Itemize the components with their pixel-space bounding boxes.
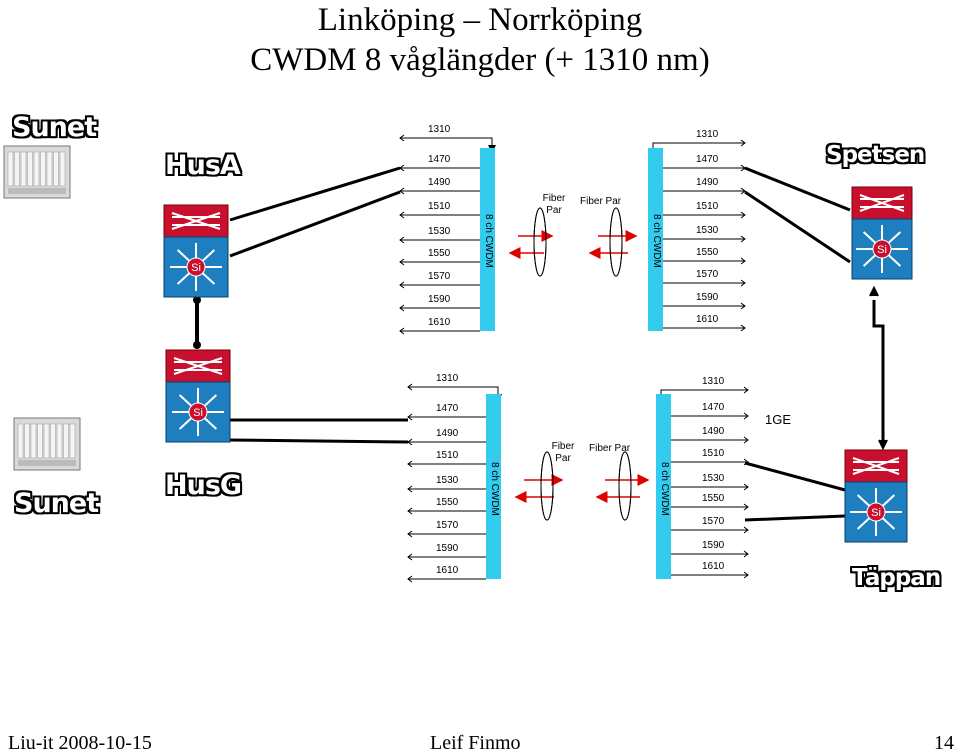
line-1310 — [408, 386, 502, 402]
router-sunet-bottom — [13, 417, 81, 471]
switch-badge: Si — [191, 262, 201, 274]
wavelength-label-1510: 1510 — [702, 448, 725, 459]
wavelength-label-1490: 1490 — [436, 428, 459, 439]
wavelength-label-1610: 1610 — [436, 565, 459, 576]
wavelength-lines — [193, 134, 888, 583]
fiber-ellipse — [533, 207, 547, 277]
trunk-line — [872, 300, 885, 446]
title-line-2: CWDM 8 våglängder (+ 1310 nm) — [250, 42, 710, 78]
site-sunet-top: Sunet — [12, 112, 97, 143]
wavelength-label-1570: 1570 — [428, 271, 451, 282]
cwdm-mux-top-right — [648, 148, 663, 331]
wavelength-label-1550: 1550 — [428, 248, 451, 259]
switch-husa: Si — [163, 204, 229, 298]
wavelength-label-1510: 1510 — [436, 450, 459, 461]
fiber-ellipse — [540, 451, 554, 521]
fiber-par-bottom-left: Fiber Par — [551, 441, 575, 464]
wavelength-label-1310: 1310 — [696, 129, 719, 140]
wavelength-label-1530: 1530 — [428, 226, 451, 237]
wavelength-label-1530: 1530 — [702, 473, 725, 484]
router-sunet-top — [3, 145, 71, 199]
mux-label-top-left: 8 ch CWDM — [483, 214, 494, 268]
trunk-line — [229, 166, 401, 222]
wavelength-label-1610: 1610 — [696, 314, 719, 325]
wavelength-label-1610: 1610 — [428, 317, 451, 328]
wavelength-label-1590: 1590 — [696, 292, 719, 303]
wavelength-label-1530: 1530 — [696, 225, 719, 236]
trunk-line — [227, 438, 409, 444]
wavelength-label-1310: 1310 — [436, 373, 459, 384]
wavelength-label-1590: 1590 — [428, 294, 451, 305]
switch-badge: Si — [877, 244, 887, 256]
site-spetsen: Spetsen — [826, 142, 925, 168]
wavelength-label-1570: 1570 — [702, 516, 725, 527]
wavelength-label-1470: 1470 — [428, 154, 451, 165]
wavelength-label-1310: 1310 — [702, 376, 725, 387]
site-husa: HusA — [165, 150, 241, 181]
fiber-par-top-left: Fiber Par — [542, 193, 566, 216]
wavelength-label-1570: 1570 — [696, 269, 719, 280]
footer-date: Liu-it 2008-10-15 — [8, 732, 152, 754]
switch-tappan: Si — [844, 449, 908, 543]
title-line-1: Linköping – Norrköping — [317, 2, 643, 38]
wavelength-label-1310: 1310 — [428, 124, 451, 135]
cwdm-mux-bottom-left — [486, 394, 501, 579]
site-sunet-bottom: Sunet — [14, 488, 99, 519]
wavelength-label-1510: 1510 — [428, 201, 451, 212]
wavelength-label-1550: 1550 — [702, 493, 725, 504]
trunk-line — [744, 461, 846, 492]
wavelength-label-1510: 1510 — [696, 201, 719, 212]
trunk-line — [744, 190, 851, 264]
mux-label-bottom-left: 8 ch CWDM — [489, 462, 500, 516]
wavelength-label-1470: 1470 — [696, 154, 719, 165]
wavelength-label-1610: 1610 — [702, 561, 725, 572]
wavelength-label-1490: 1490 — [696, 177, 719, 188]
site-husg: HusG — [165, 470, 242, 501]
ge-label: 1GE — [765, 412, 792, 427]
fiber-ellipse — [618, 451, 632, 521]
footer-page-number: 14 — [934, 732, 954, 754]
wavelength-label-1470: 1470 — [436, 403, 459, 414]
wavelength-label-1590: 1590 — [436, 543, 459, 554]
switch-badge: Si — [193, 407, 203, 419]
switch-spetsen: Si — [851, 186, 913, 280]
trunk-line — [744, 514, 846, 522]
site-tappan: Täppan — [852, 565, 941, 591]
trunk-line — [229, 190, 401, 258]
mux-label-bottom-right: 8 ch CWDM — [659, 462, 670, 516]
mux-label-top-right: 8 ch CWDM — [651, 214, 662, 268]
wavelength-label-1490: 1490 — [428, 177, 451, 188]
wavelength-label-1570: 1570 — [436, 520, 459, 531]
wavelength-label-1590: 1590 — [702, 540, 725, 551]
wavelength-label-1470: 1470 — [702, 402, 725, 413]
cwdm-mux-top-left — [480, 148, 495, 331]
footer-author: Leif Finmo — [430, 732, 521, 754]
cwdm-mux-bottom-right — [656, 394, 671, 579]
wavelength-label-1490: 1490 — [702, 426, 725, 437]
switch-badge: Si — [871, 507, 881, 519]
switch-husg: Si — [165, 349, 231, 443]
fiber-ellipse — [609, 207, 623, 277]
trunk-line — [744, 166, 851, 212]
wavelength-label-1550: 1550 — [436, 497, 459, 508]
line-1310 — [400, 137, 496, 153]
fiber-par-bottom-right: Fiber Par — [589, 443, 631, 454]
wavelength-label-1530: 1530 — [436, 475, 459, 486]
wavelength-label-1550: 1550 — [696, 247, 719, 258]
fiber-par-top-right: Fiber Par — [580, 196, 622, 207]
